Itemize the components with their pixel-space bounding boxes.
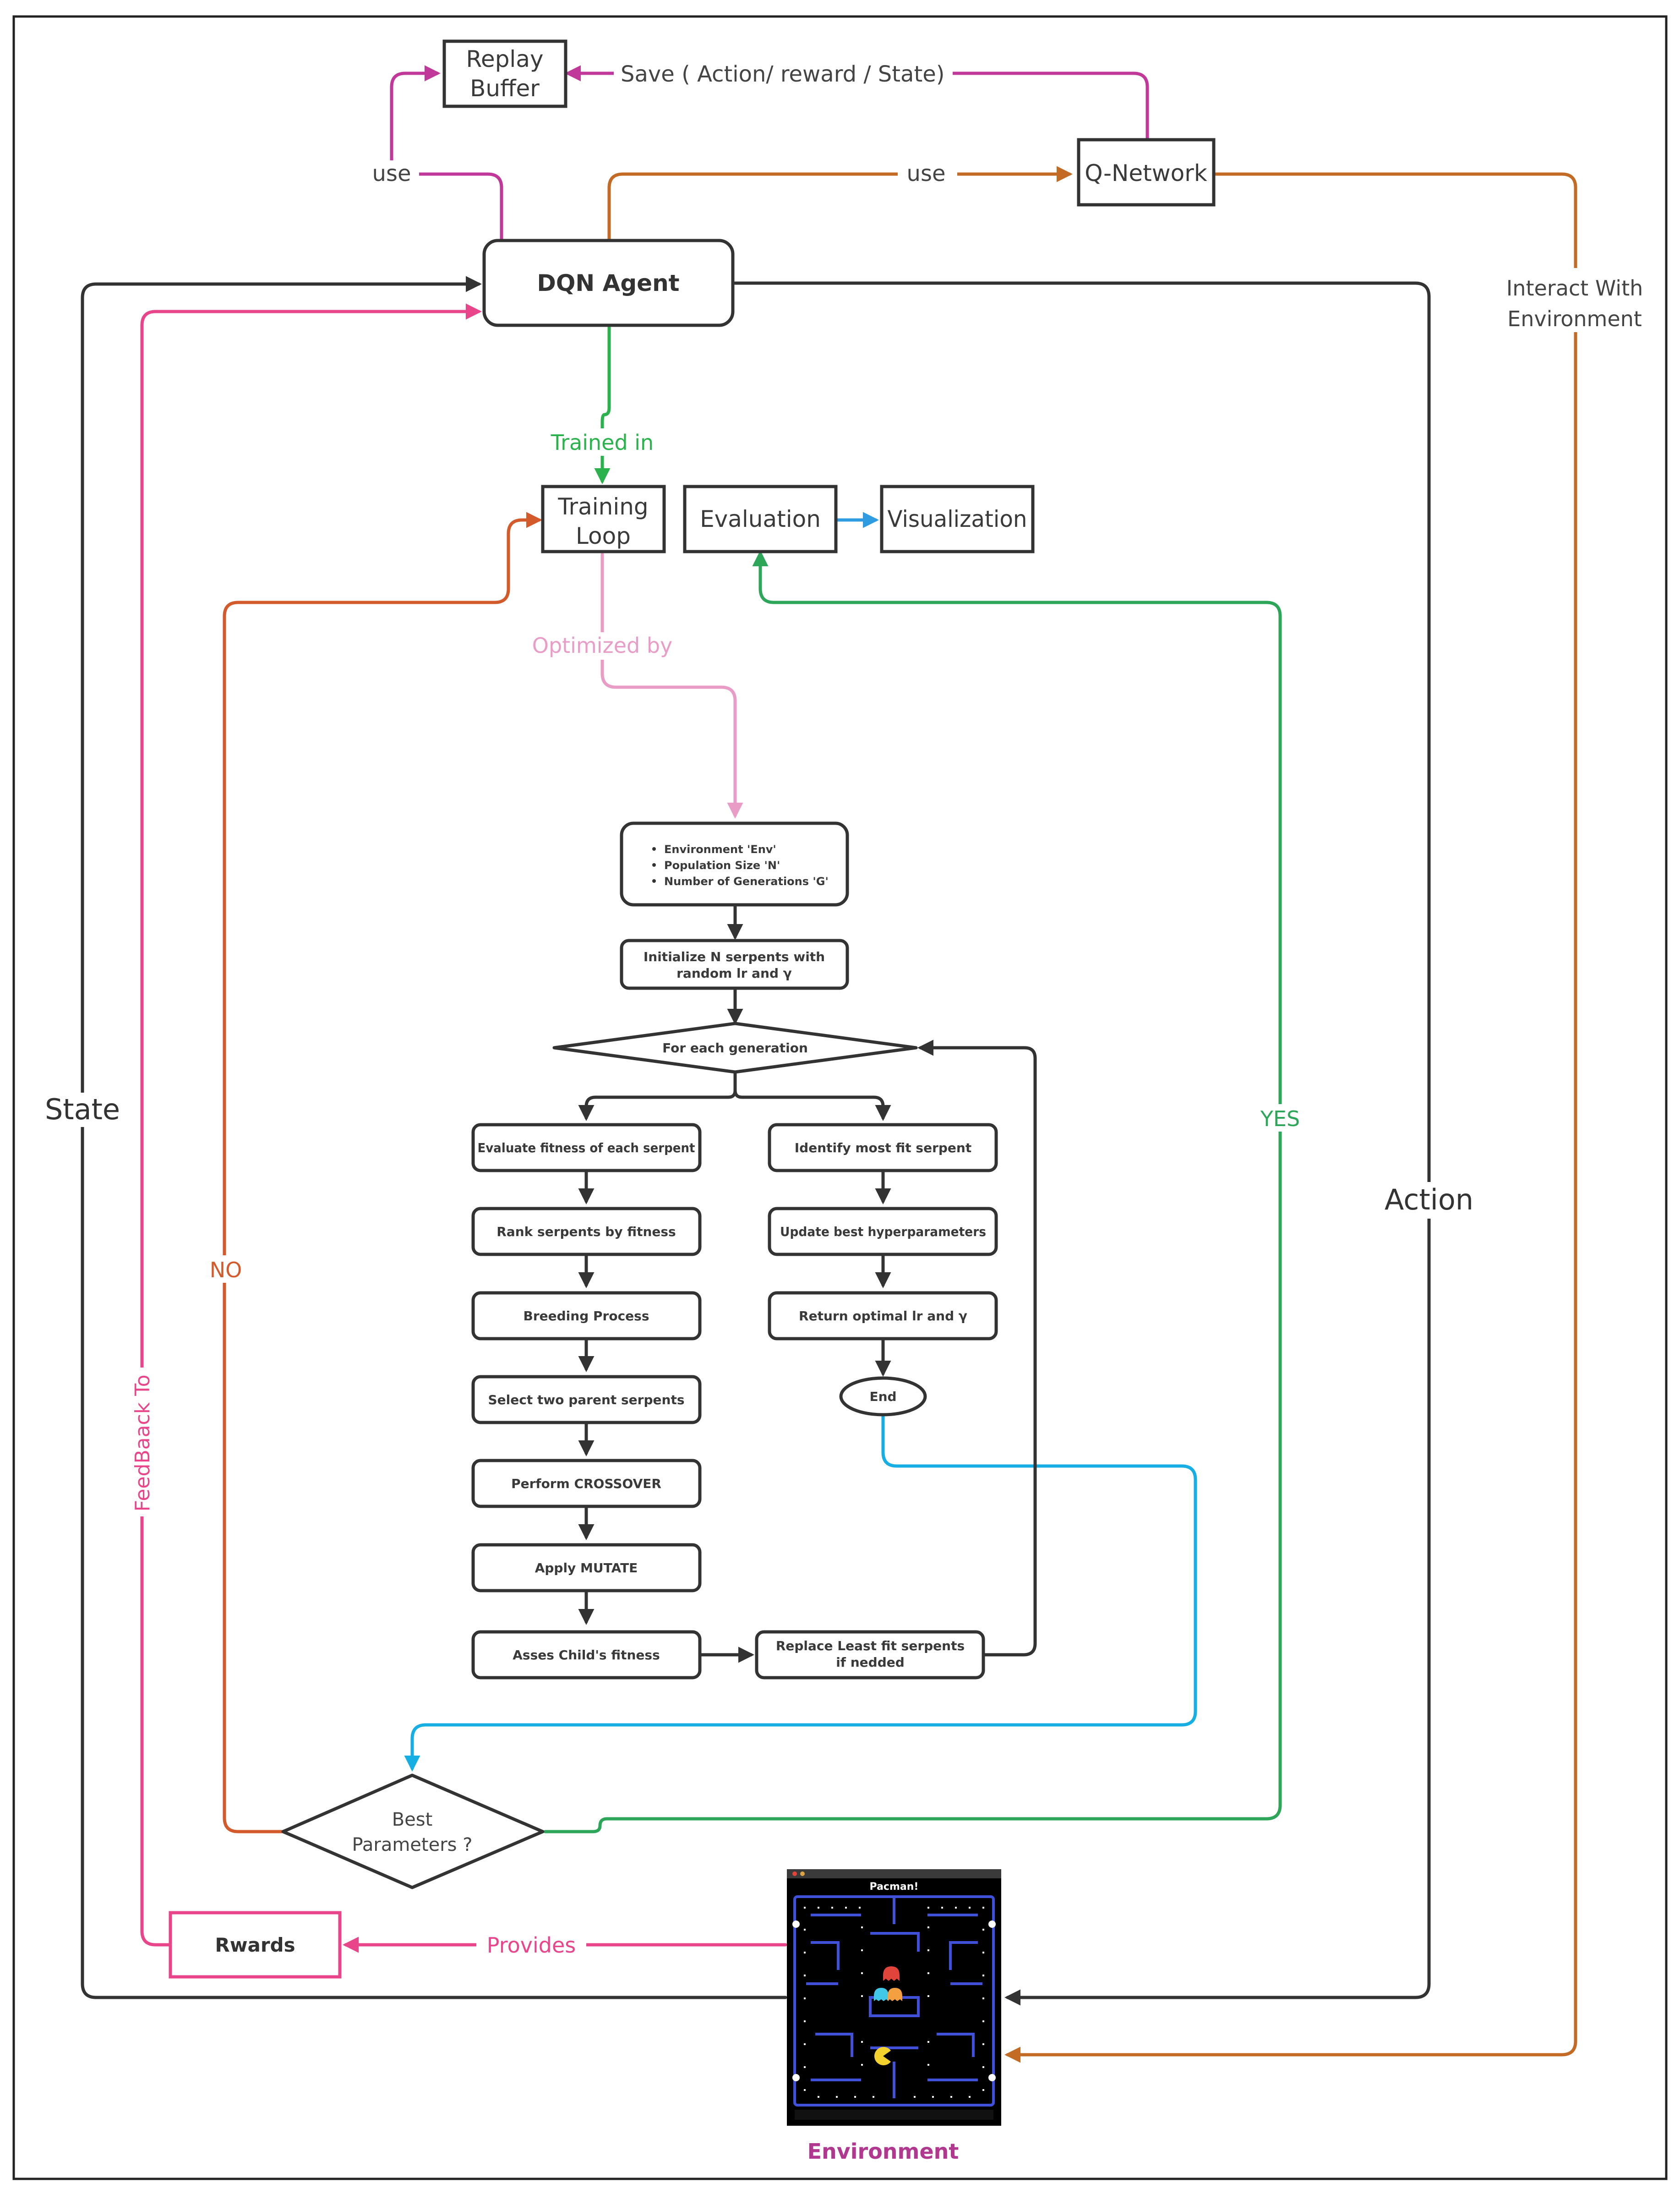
fc-left-step-6: Apply MUTATE xyxy=(471,1543,702,1592)
fc-left-step-7-label: Asses Child's fitness xyxy=(513,1647,660,1663)
evaluation-label: Evaluation xyxy=(700,506,821,532)
label-feedback: FeedBaack To xyxy=(131,1374,154,1511)
rewards-node: Rwards xyxy=(169,1911,342,1979)
fc-initialize-box: Initialize N serpents with random lr and… xyxy=(620,939,849,990)
training-loop-label-2: Loop xyxy=(576,523,631,549)
fc-replace-line-1: Replace Least fit serpents xyxy=(776,1638,965,1653)
best-parameters-label-1: Best xyxy=(392,1809,433,1830)
fc-end-label: End xyxy=(869,1389,896,1404)
label-trained-in: Trained in xyxy=(551,430,654,455)
label-interact-2: Environment xyxy=(1507,306,1642,331)
fc-right-step-3: Return optimal lr and γ xyxy=(768,1291,998,1340)
label-state: State xyxy=(45,1093,120,1126)
fc-arrow-loop-right xyxy=(733,1089,891,1121)
best-parameters-label-2: Parameters ? xyxy=(352,1834,473,1855)
flowchart: Environment 'Env' Population Size 'N' Nu… xyxy=(471,821,998,1680)
rewards-label: Rwards xyxy=(215,1934,295,1956)
edge-action xyxy=(733,281,1431,2006)
edge-trained-in xyxy=(594,326,611,484)
edge-state xyxy=(81,276,787,1999)
q-network-node: Q-Network xyxy=(1077,138,1216,207)
fc-input-population: Population Size 'N' xyxy=(664,859,780,872)
best-parameters-diamond: Best Parameters ? xyxy=(281,1773,545,1889)
fc-arrow-replace-loop xyxy=(917,1040,1037,1657)
fc-for-each-label: For each generation xyxy=(662,1040,808,1056)
label-action: Action xyxy=(1385,1183,1473,1216)
fc-left-step-3-label: Breeding Process xyxy=(524,1308,649,1324)
environment-label: Environment xyxy=(807,2139,959,2164)
fc-left-step-5: Perform CROSSOVER xyxy=(471,1459,702,1508)
training-loop-label-1: Training xyxy=(557,493,648,520)
replay-buffer-label-2: Buffer xyxy=(470,75,540,102)
fc-right-step-3-label: Return optimal lr and γ xyxy=(799,1308,967,1324)
edge-save xyxy=(565,65,1149,142)
fc-left-step-1-label: Evaluate fitness of each serpent xyxy=(478,1140,695,1155)
fc-left-step-1: Evaluate fitness of each serpent xyxy=(471,1123,702,1172)
edge-use-qnet xyxy=(607,166,1073,242)
fc-for-each-diamond: For each generation xyxy=(552,1022,918,1074)
fc-replace-line-2: if nedded xyxy=(836,1655,905,1670)
label-provides: Provides xyxy=(487,1933,576,1958)
environment-screen: Pacman! xyxy=(787,1869,1001,2126)
label-save: Save ( Action/ reward / State) xyxy=(621,61,945,87)
fc-initialize-line-1: Initialize N serpents with xyxy=(644,949,825,964)
label-use-buffer: use xyxy=(372,161,411,186)
fc-arrow-loop-left xyxy=(578,1070,737,1121)
edge-optimized-by xyxy=(600,553,743,819)
label-yes: YES xyxy=(1260,1106,1300,1131)
fc-input-generations: Number of Generations 'G' xyxy=(664,875,829,888)
fc-right-step-2-label: Update best hyperparameters xyxy=(780,1224,986,1239)
dqn-agent-node: DQN Agent xyxy=(482,239,735,327)
fc-left-step-6-label: Apply MUTATE xyxy=(535,1560,638,1576)
training-loop-node: Training Loop xyxy=(541,485,666,553)
environment-screen-title: Pacman! xyxy=(870,1881,919,1893)
outer-frame xyxy=(12,15,1668,2180)
edge-interact xyxy=(1004,172,1577,2063)
visualization-label: Visualization xyxy=(888,506,1027,532)
edge-no xyxy=(223,512,542,1833)
fc-initialize-line-2: random lr and γ xyxy=(676,966,792,981)
label-use-qnet: use xyxy=(907,161,946,186)
fc-inputs-box: Environment 'Env' Population Size 'N' Nu… xyxy=(620,821,849,907)
edge-end-to-best xyxy=(404,1414,1197,1772)
fc-right-step-1: Identify most fit serpent xyxy=(768,1123,998,1172)
fc-left-step-5-label: Perform CROSSOVER xyxy=(511,1476,661,1491)
q-network-label: Q-Network xyxy=(1085,160,1207,186)
fc-replace-box: Replace Least fit serpents if nedded xyxy=(755,1630,985,1680)
fc-left-step-4-label: Select two parent serpents xyxy=(488,1392,685,1407)
fc-left-step-4: Select two parent serpents xyxy=(471,1375,702,1424)
fc-left-step-3: Breeding Process xyxy=(471,1291,702,1340)
fc-right-step-1-label: Identify most fit serpent xyxy=(795,1140,971,1155)
dqn-agent-label: DQN Agent xyxy=(537,270,679,296)
edge-feedback xyxy=(140,303,482,1947)
fc-left-step-2: Rank serpents by fitness xyxy=(471,1207,702,1256)
fc-input-env: Environment 'Env' xyxy=(664,843,776,856)
fc-left-step-7: Asses Child's fitness xyxy=(471,1630,702,1680)
fc-end-node: End xyxy=(839,1376,927,1417)
replay-buffer-label-1: Replay xyxy=(466,46,543,72)
fc-left-step-2-label: Rank serpents by fitness xyxy=(496,1224,676,1239)
edge-yes xyxy=(543,550,1282,1833)
label-no: NO xyxy=(210,1258,242,1282)
visualization-node: Visualization xyxy=(880,485,1035,553)
fc-right-step-2: Update best hyperparameters xyxy=(768,1207,998,1256)
label-optimized-by: Optimized by xyxy=(532,633,673,658)
evaluation-node: Evaluation xyxy=(683,485,838,553)
replay-buffer-node: Replay Buffer xyxy=(442,39,567,108)
label-interact-1: Interact With xyxy=(1506,276,1643,301)
